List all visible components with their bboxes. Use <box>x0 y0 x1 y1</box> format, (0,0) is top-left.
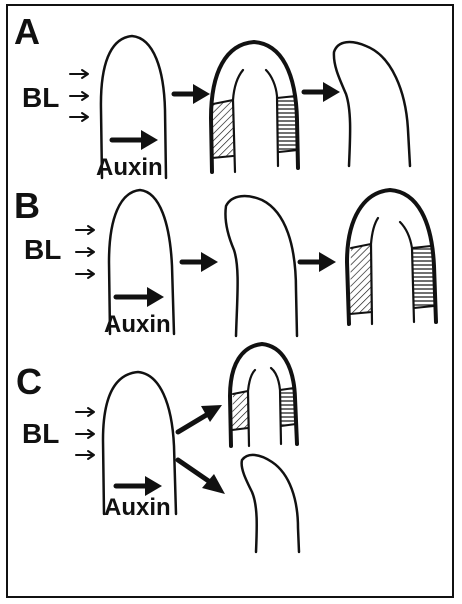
panel-b-step-arrow-1 <box>182 252 218 272</box>
panel-a-auxin-arrow <box>112 130 158 150</box>
panel-c-auxin-arrow <box>116 476 162 496</box>
panel-c-bent-tip <box>242 455 299 552</box>
panel-c-light-arrows <box>76 408 94 459</box>
panel-b-auxin-arrow <box>116 287 164 307</box>
panel-c-banded-tip <box>230 344 297 446</box>
panel-c-straight-tip <box>103 372 176 514</box>
panel-a-banded-tip <box>211 42 298 172</box>
panel-b-straight-tip <box>109 190 174 334</box>
panel-b-bent-tip <box>225 196 297 336</box>
panel-a-step-arrow-2 <box>304 82 340 102</box>
panel-a-straight-tip <box>101 36 166 178</box>
panel-a-step-arrow-1 <box>174 84 210 104</box>
panel-b-step-arrow-2 <box>300 252 336 272</box>
panel-b-banded-tip <box>347 190 436 324</box>
panel-c-branch-arrow-down <box>178 460 225 494</box>
panel-a-light-arrows <box>70 70 88 121</box>
panel-a-bent-tip <box>334 42 410 166</box>
panel-b-light-arrows <box>76 226 94 278</box>
panel-c-branch-arrow-up <box>178 405 222 432</box>
